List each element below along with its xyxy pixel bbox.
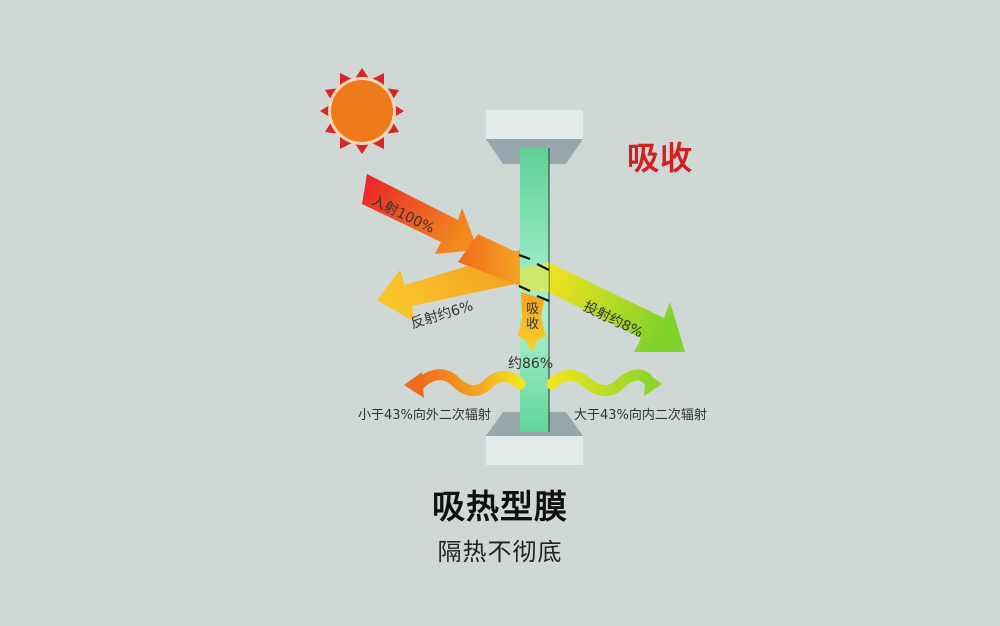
- absorbed-label-line1: 吸: [526, 302, 540, 317]
- sun-icon: [320, 68, 404, 154]
- transmitted-arrow-icon: [548, 262, 685, 352]
- incident-arrow-icon: [362, 174, 520, 286]
- inward-radiation-label: 大于43%向内二次辐射: [574, 408, 707, 423]
- main-title: 吸热型膜: [432, 487, 568, 526]
- subtitle: 隔热不彻底: [437, 538, 563, 566]
- absorption-heading: 吸收: [627, 139, 694, 177]
- absorbed-label-line2: 收: [526, 317, 540, 332]
- window-frame-top: [486, 110, 583, 164]
- absorbed-value: 约86%: [508, 356, 554, 372]
- inward-wave-icon: [546, 369, 662, 396]
- outward-wave-icon: [404, 369, 526, 398]
- outward-radiation-label: 小于43%向外二次辐射: [358, 408, 491, 423]
- absorbed-arrow-icon: [518, 292, 546, 352]
